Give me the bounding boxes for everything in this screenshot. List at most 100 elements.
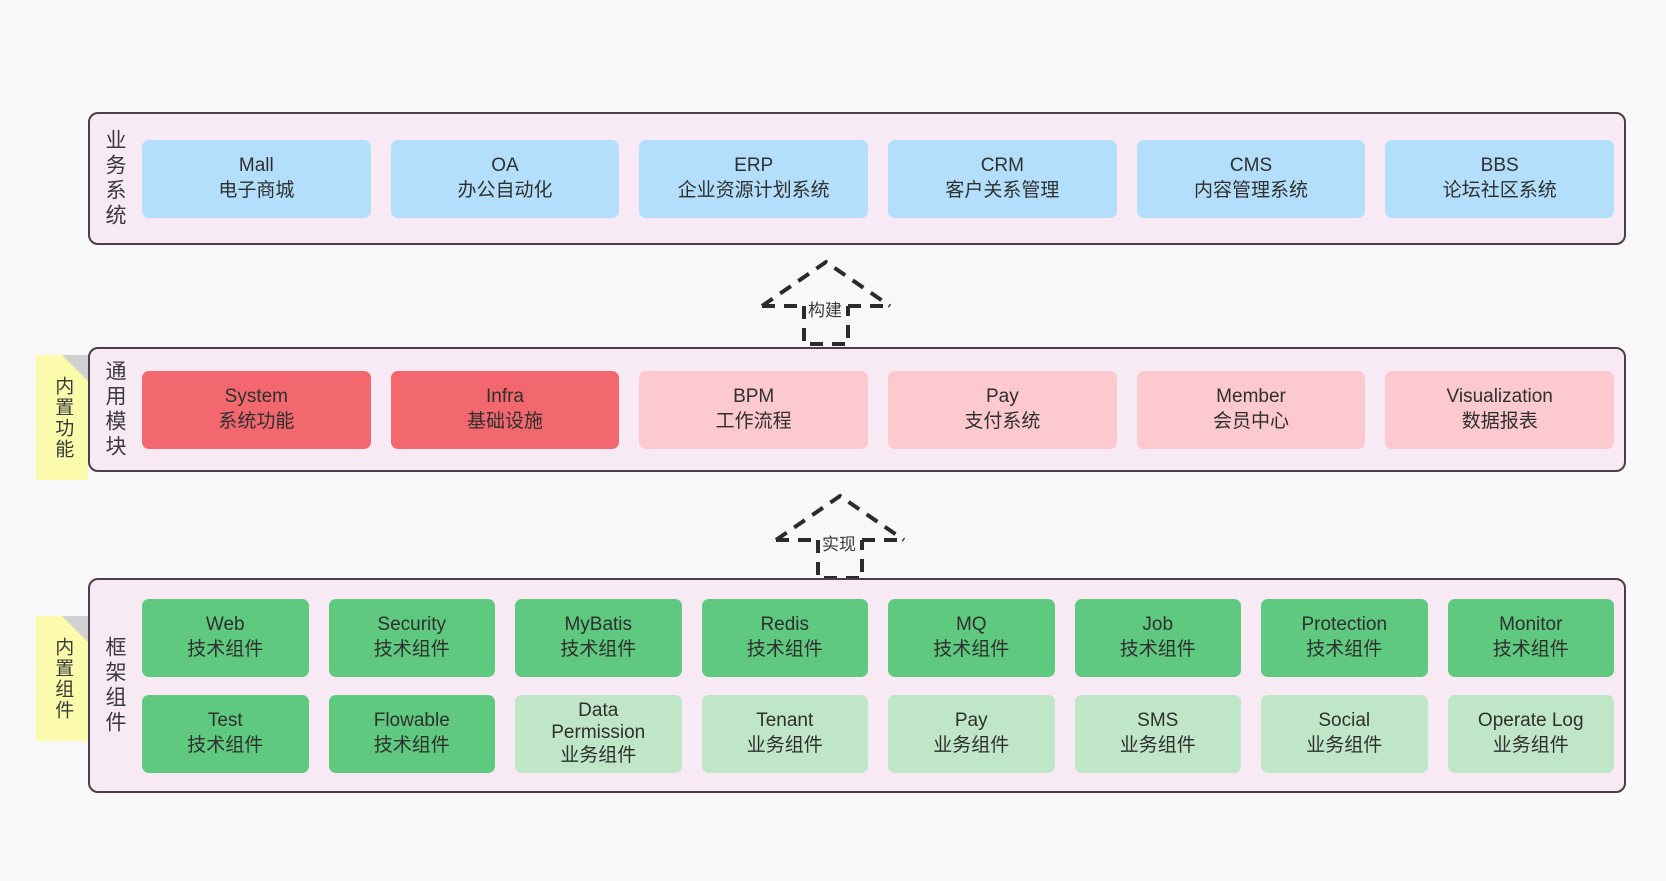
node-subtitle: 客户关系管理 — [945, 179, 1060, 201]
node-subtitle: 技术组件 — [187, 638, 264, 660]
node-title: BPM — [733, 386, 775, 408]
node-title: MyBatis — [564, 614, 633, 636]
node-mall[interactable]: Mall 电子商城 — [142, 139, 371, 218]
node-row-common: System 系统功能 Infra 基础设施 BPM 工作流程 Pay 支付系统… — [142, 370, 1615, 449]
node-pay-module[interactable]: Pay 支付系统 — [888, 370, 1117, 449]
node-subtitle: 业务组件 — [746, 734, 823, 756]
layer-title-framework-components: 框架组件 — [103, 635, 127, 736]
node-title: Protection — [1301, 614, 1388, 636]
node-operate-log[interactable]: Operate Log 业务组件 — [1447, 694, 1614, 773]
node-subtitle: 基础设施 — [467, 410, 544, 432]
connector-implement: 实现 — [772, 492, 922, 582]
node-subtitle: 数据报表 — [1461, 410, 1538, 432]
node-flowable[interactable]: Flowable 技术组件 — [328, 694, 495, 773]
node-social[interactable]: Social 业务组件 — [1261, 694, 1428, 773]
node-security[interactable]: Security 技术组件 — [328, 598, 495, 677]
node-subtitle: 企业资源计划系统 — [677, 179, 830, 201]
note-fold-corner-icon — [62, 616, 88, 642]
node-subtitle: 业务组件 — [933, 734, 1010, 756]
node-title: Mall — [238, 155, 274, 177]
node-subtitle: 技术组件 — [746, 638, 823, 660]
node-subtitle: 技术组件 — [373, 638, 450, 660]
node-title: Social — [1318, 710, 1371, 732]
node-monitor[interactable]: Monitor 技术组件 — [1447, 598, 1614, 677]
build-arrow-icon — [760, 259, 892, 346]
node-subtitle: 技术组件 — [933, 638, 1010, 660]
node-test[interactable]: Test 技术组件 — [142, 694, 309, 773]
node-mybatis[interactable]: MyBatis 技术组件 — [515, 598, 682, 677]
node-title: ERP — [734, 155, 774, 177]
node-title: Test — [207, 710, 243, 732]
node-title: Tenant — [756, 710, 814, 732]
node-infra[interactable]: Infra 基础设施 — [390, 370, 620, 449]
node-title: BBS — [1480, 155, 1519, 177]
node-subtitle: 系统功能 — [218, 410, 295, 432]
node-title: CRM — [980, 155, 1024, 177]
node-subtitle: 技术组件 — [1119, 638, 1196, 660]
node-bbs[interactable]: BBS 论坛社区系统 — [1385, 139, 1615, 218]
node-protection[interactable]: Protection 技术组件 — [1261, 598, 1428, 677]
node-subtitle: 办公自动化 — [457, 179, 553, 201]
node-tenant[interactable]: Tenant 业务组件 — [701, 694, 868, 773]
node-subtitle: 业务组件 — [1492, 734, 1569, 756]
node-subtitle: 会员中心 — [1213, 410, 1290, 432]
implement-arrow-icon — [774, 493, 906, 580]
node-title: Infra — [485, 386, 525, 408]
node-bpm[interactable]: BPM 工作流程 — [639, 370, 869, 449]
node-row-biz-components: Test 技术组件 Flowable 技术组件 Data Permission … — [142, 694, 1614, 773]
node-subtitle: 内容管理系统 — [1194, 179, 1309, 201]
node-subtitle: 业务组件 — [560, 744, 637, 766]
node-title: SMS — [1137, 710, 1179, 732]
node-subtitle: 业务组件 — [1119, 734, 1196, 756]
node-title: Flowable — [373, 710, 450, 732]
connector-label-build: 构建 — [808, 301, 842, 320]
node-oa[interactable]: OA 办公自动化 — [390, 139, 620, 218]
node-title: CMS — [1229, 155, 1273, 177]
sticky-note-text: 内置组件 — [52, 636, 74, 721]
layer-body-common-modules: System 系统功能 Infra 基础设施 BPM 工作流程 Pay 支付系统… — [138, 349, 1624, 470]
node-subtitle: 业务组件 — [1306, 734, 1383, 756]
layer-title-common-modules: 通用模块 — [103, 359, 127, 460]
node-erp[interactable]: ERP 企业资源计划系统 — [639, 139, 869, 218]
node-pay-component[interactable]: Pay 业务组件 — [888, 694, 1055, 773]
node-subtitle: 工作流程 — [715, 410, 792, 432]
layer-title-business-systems: 业务系统 — [103, 128, 127, 229]
node-subtitle: 技术组件 — [1306, 638, 1383, 660]
note-fold-corner-icon — [62, 355, 88, 381]
node-row-business: Mall 电子商城 OA 办公自动化 ERP 企业资源计划系统 CRM 客户关系… — [142, 139, 1615, 218]
node-title: Security — [377, 614, 447, 636]
node-redis[interactable]: Redis 技术组件 — [701, 598, 868, 677]
node-title: Job — [1142, 614, 1174, 636]
node-visualization[interactable]: Visualization 数据报表 — [1385, 370, 1615, 449]
node-subtitle: 技术组件 — [1492, 638, 1569, 660]
node-title: Operate Log — [1477, 710, 1584, 732]
node-title: Monitor — [1499, 614, 1563, 636]
node-system[interactable]: System 系统功能 — [142, 370, 371, 449]
node-subtitle: 技术组件 — [560, 638, 637, 660]
node-title: Data Permission — [551, 699, 646, 744]
node-mq[interactable]: MQ 技术组件 — [888, 598, 1055, 677]
node-title: Pay — [954, 710, 988, 732]
node-data-permission[interactable]: Data Permission 业务组件 — [515, 694, 682, 773]
node-cms[interactable]: CMS 内容管理系统 — [1136, 139, 1366, 218]
node-member[interactable]: Member 会员中心 — [1136, 370, 1366, 449]
node-job[interactable]: Job 技术组件 — [1074, 598, 1241, 677]
node-subtitle: 支付系统 — [964, 410, 1041, 432]
node-title: Visualization — [1446, 386, 1553, 408]
node-subtitle: 电子商城 — [218, 179, 295, 201]
layer-framework-components: 框架组件 Web 技术组件 Security 技术组件 MyBatis 技术组件… — [88, 578, 1626, 793]
node-sms[interactable]: SMS 业务组件 — [1074, 694, 1241, 773]
node-row-tech-components: Web 技术组件 Security 技术组件 MyBatis 技术组件 Redi… — [142, 598, 1614, 677]
node-title: MQ — [955, 614, 987, 636]
node-crm[interactable]: CRM 客户关系管理 — [888, 139, 1117, 218]
node-subtitle: 技术组件 — [373, 734, 450, 756]
node-subtitle: 技术组件 — [187, 734, 264, 756]
layer-common-modules: 通用模块 System 系统功能 Infra 基础设施 BPM 工作流程 Pay… — [88, 347, 1626, 472]
node-title: Pay — [985, 386, 1019, 408]
node-subtitle: 论坛社区系统 — [1442, 179, 1557, 201]
node-title: Member — [1216, 386, 1286, 408]
sticky-note-builtin-components: 内置组件 — [36, 616, 88, 741]
connector-build: 构建 — [758, 258, 908, 348]
node-web[interactable]: Web 技术组件 — [142, 598, 309, 677]
